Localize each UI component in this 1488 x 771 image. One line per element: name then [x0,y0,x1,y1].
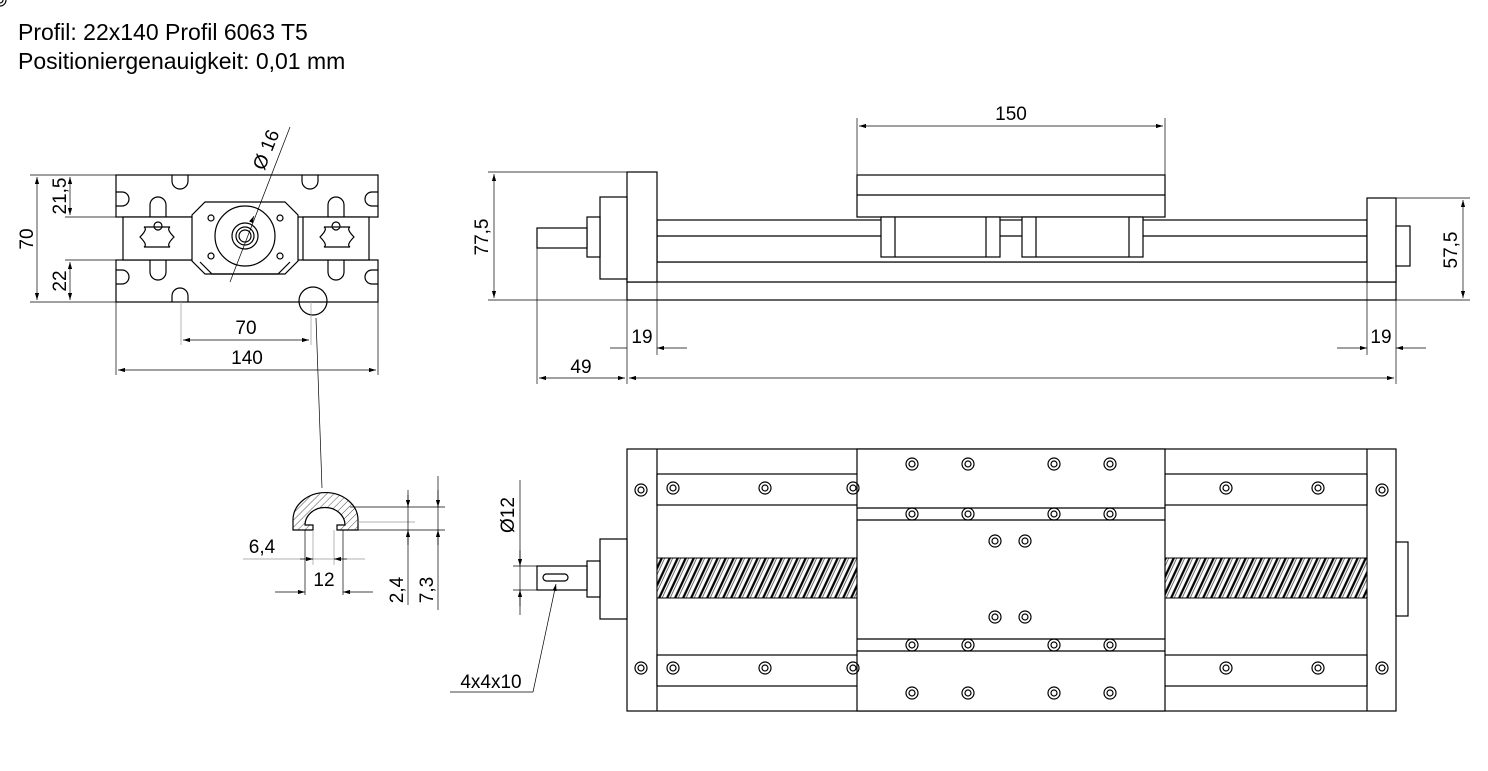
dim-left-plate: 19 [631,327,652,348]
dim-bearing: Ø 16 [249,127,284,173]
shaft-top [536,565,588,591]
carriage-plate [856,174,1166,218]
block-2 [1021,216,1144,258]
dim-slot-opening: 6,4 [249,537,276,558]
dim-right-plate: 19 [1370,327,1391,348]
profile-spec: Profil: 22x140 Profil 6063 T5 [18,19,308,45]
bearing-flange [214,205,276,267]
block-1 [880,216,1001,258]
detail-circle [298,286,328,316]
keyway [542,573,569,582]
side-view: 150 77,5 57,5 19 49 19 [472,104,1470,384]
rail [656,219,1368,263]
dim-depth-outer: 7,3 [417,577,438,603]
dim-total-height: 77,5 [472,219,493,256]
accuracy-spec: Positioniergenauigkeit: 0,01 mm [18,48,346,74]
dim-key: 4x4x10 [460,672,521,693]
lead-screw-left [656,557,858,599]
carriage-left [122,216,194,261]
dim-slot-width: 12 [313,570,334,591]
carriage-top [856,448,1166,712]
shaft [536,227,588,249]
dim-shaft: 49 [570,357,591,378]
dim-width: 140 [231,348,263,369]
dim-bottom: 22 [50,270,71,291]
base-profile [626,261,1397,301]
motor-flange [599,196,628,280]
dim-top: 21,5 [50,178,71,215]
end-view: 70 21,5 22 70 140 Ø 16 [17,126,379,489]
slot-detail: 6,4 12 2,4 7,3 [243,476,445,610]
end-plate-right [1366,197,1397,283]
carriage-right [302,216,370,261]
end-plate-left [626,171,658,283]
top-view: Ø12 4x4x10 [0,0,1409,712]
dim-height: 70 [17,228,38,249]
t-slots [116,175,378,302]
dim-depth-inner: 2,4 [387,576,408,603]
dim-end-height: 57,5 [1441,232,1462,269]
dim-carriage-length: 150 [995,104,1027,125]
lead-screw-right [1164,557,1368,599]
bearing-block [191,201,299,275]
motor-flange-top [599,538,628,620]
dim-slot-spacing: 70 [235,318,256,339]
dim-shaft-diameter: Ø12 [498,497,519,533]
